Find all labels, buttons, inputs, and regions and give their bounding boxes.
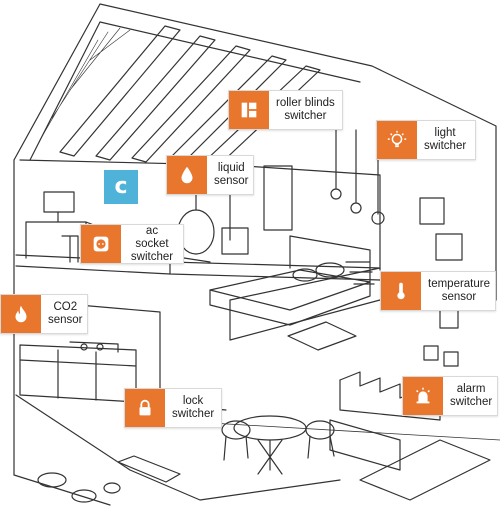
co2-sensor-label[interactable]: CO2 sensor <box>0 294 88 334</box>
lightbulb-icon <box>377 121 417 159</box>
lock-switcher-text: lock switcher <box>172 395 215 420</box>
power-socket-icon <box>81 225 121 263</box>
thermometer-icon <box>381 272 421 310</box>
padlock-icon <box>125 389 165 427</box>
lock-switcher-label[interactable]: lock switcher <box>124 388 222 428</box>
roller-blinds-switcher-label[interactable]: roller blinds switcher <box>228 90 343 130</box>
ac-socket-switcher-label[interactable]: ac socket switcher <box>80 224 184 264</box>
flame-icon <box>1 295 41 333</box>
temperature-sensor-text: temperature sensor <box>428 278 491 303</box>
ac-socket-switcher-text: ac socket switcher <box>130 224 174 263</box>
light-switcher-label[interactable]: light switcher <box>376 120 476 160</box>
hub-c-icon: c <box>104 170 138 204</box>
kitchen-counter <box>19 344 137 403</box>
water-drop-icon <box>167 156 207 194</box>
light-switcher-text: light switcher <box>424 127 467 152</box>
alarm-switcher-label[interactable]: alarm switcher <box>402 376 498 416</box>
alarm-switcher-text: alarm switcher <box>450 383 493 408</box>
siren-icon <box>403 377 443 415</box>
co2-sensor-text: CO2 sensor <box>48 301 83 326</box>
window-blinds-icon <box>229 91 269 129</box>
roof-outline <box>13 3 497 301</box>
temperature-sensor-label[interactable]: temperature sensor <box>380 271 496 311</box>
roller-blinds-switcher-text: roller blinds switcher <box>276 97 335 122</box>
liquid-sensor-label[interactable]: liquid sensor <box>166 155 254 195</box>
liquid-sensor-text: liquid sensor <box>214 162 249 187</box>
